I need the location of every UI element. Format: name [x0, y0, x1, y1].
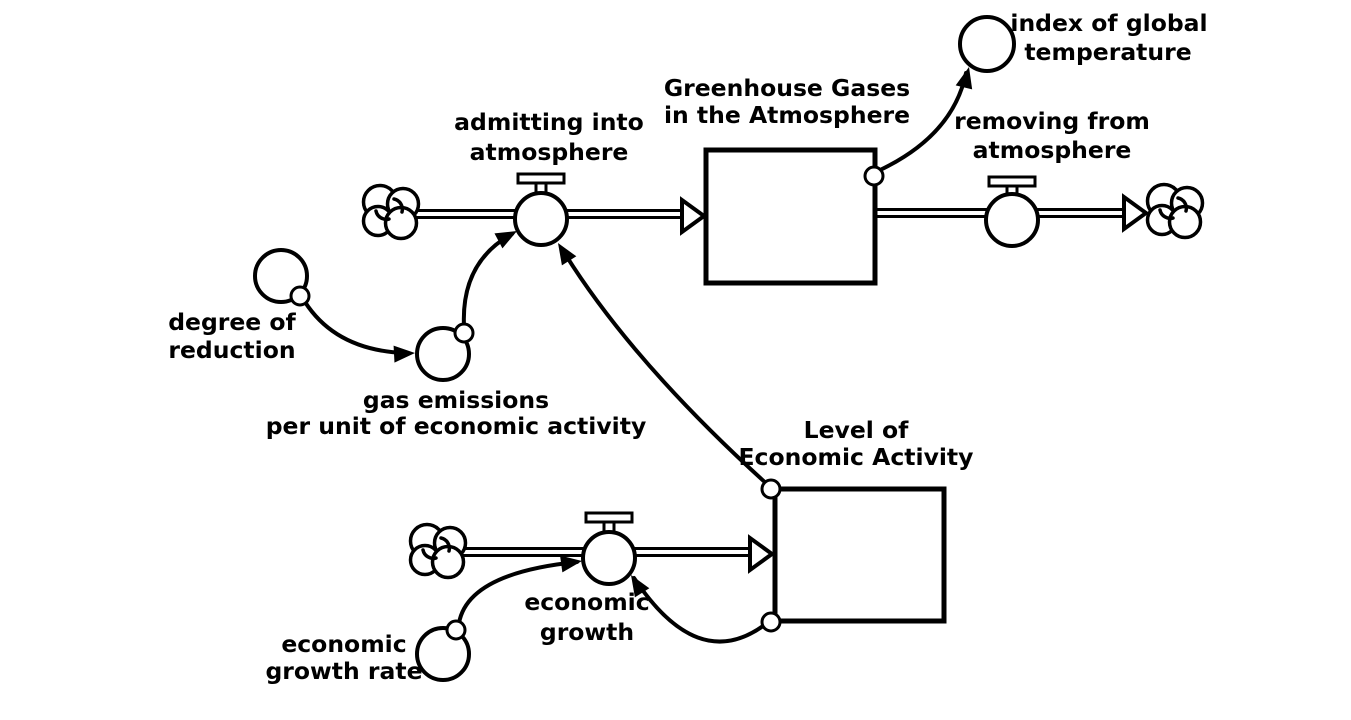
label-temperature-index-line2: temperature [1024, 38, 1191, 66]
label-ghg-stock-line2: in the Atmosphere [664, 101, 910, 129]
stock-greenhouse-gases[interactable] [703, 147, 878, 286]
valve-admitting[interactable] [513, 172, 569, 247]
arrowhead-into-growth-from-rate-icon [560, 555, 582, 573]
label-removing-line1: removing from [954, 107, 1150, 135]
connector-degree-to-gas-emissions [303, 300, 406, 355]
connector-gas-emissions-to-admitting [461, 232, 514, 328]
flow-arrowhead-into-ghg-stock-icon [680, 196, 708, 236]
connection-dot-degree-of-reduction [289, 285, 311, 307]
label-growth-rate-line2: growth rate [265, 657, 422, 685]
label-economy-stock-line2: Economic Activity [739, 443, 974, 471]
valve-removing[interactable] [984, 175, 1040, 248]
converter-index-of-global-temperature[interactable] [958, 15, 1016, 73]
connection-dot-gas-emissions [453, 322, 475, 344]
arrowhead-into-gas-emissions-icon [393, 345, 415, 363]
connection-dot-economy-stock-top [760, 478, 782, 500]
converter-gas-emissions-per-unit[interactable] [415, 326, 471, 382]
label-admitting-line1: admitting into [454, 108, 644, 136]
label-admitting-line2: atmosphere [470, 138, 629, 166]
stock-economic-activity[interactable] [772, 486, 947, 624]
connector-economic-activity-to-admitting [560, 247, 770, 487]
label-degree-of-reduction-line2: reduction [168, 336, 295, 364]
connection-dot-ghg-stock [863, 165, 885, 187]
label-temperature-index-line1: index of global [1010, 9, 1207, 37]
cloud-source-economy-icon [408, 522, 468, 580]
flow-arrowhead-into-economy-stock-icon [748, 534, 776, 574]
arrowhead-into-temperature-index-icon [955, 67, 973, 90]
arrowhead-into-admitting-from-economy-icon [558, 243, 577, 266]
connector-growth-rate-to-economic-growth [457, 560, 579, 625]
connector-economic-activity-to-economic-growth [632, 576, 765, 644]
label-gas-emissions-line2: per unit of economic activity [266, 412, 647, 440]
connection-dot-economy-stock-bottom [760, 611, 782, 633]
label-economic-growth-line1: economic [524, 588, 649, 616]
arrowhead-into-growth-from-stock-icon [631, 575, 650, 598]
flow-arrowhead-into-sink-cloud-icon [1122, 193, 1150, 233]
label-economic-growth-line2: growth [540, 618, 634, 646]
cloud-source-ghg-icon [361, 183, 421, 241]
label-economy-stock-line1: Level of [804, 416, 910, 444]
converter-economic-growth-rate[interactable] [415, 626, 471, 682]
valve-economic-growth[interactable] [581, 511, 637, 586]
arrowhead-into-admitting-from-gas-icon [494, 231, 517, 249]
label-ghg-stock-line1: Greenhouse Gases [664, 74, 910, 102]
label-degree-of-reduction-line1: degree of [168, 308, 296, 336]
label-growth-rate-line1: economic [281, 630, 406, 658]
connection-dot-growth-rate [445, 619, 467, 641]
label-removing-line2: atmosphere [973, 136, 1132, 164]
label-gas-emissions-line1: gas emissions [363, 386, 549, 414]
cloud-sink-ghg-icon [1145, 182, 1205, 240]
